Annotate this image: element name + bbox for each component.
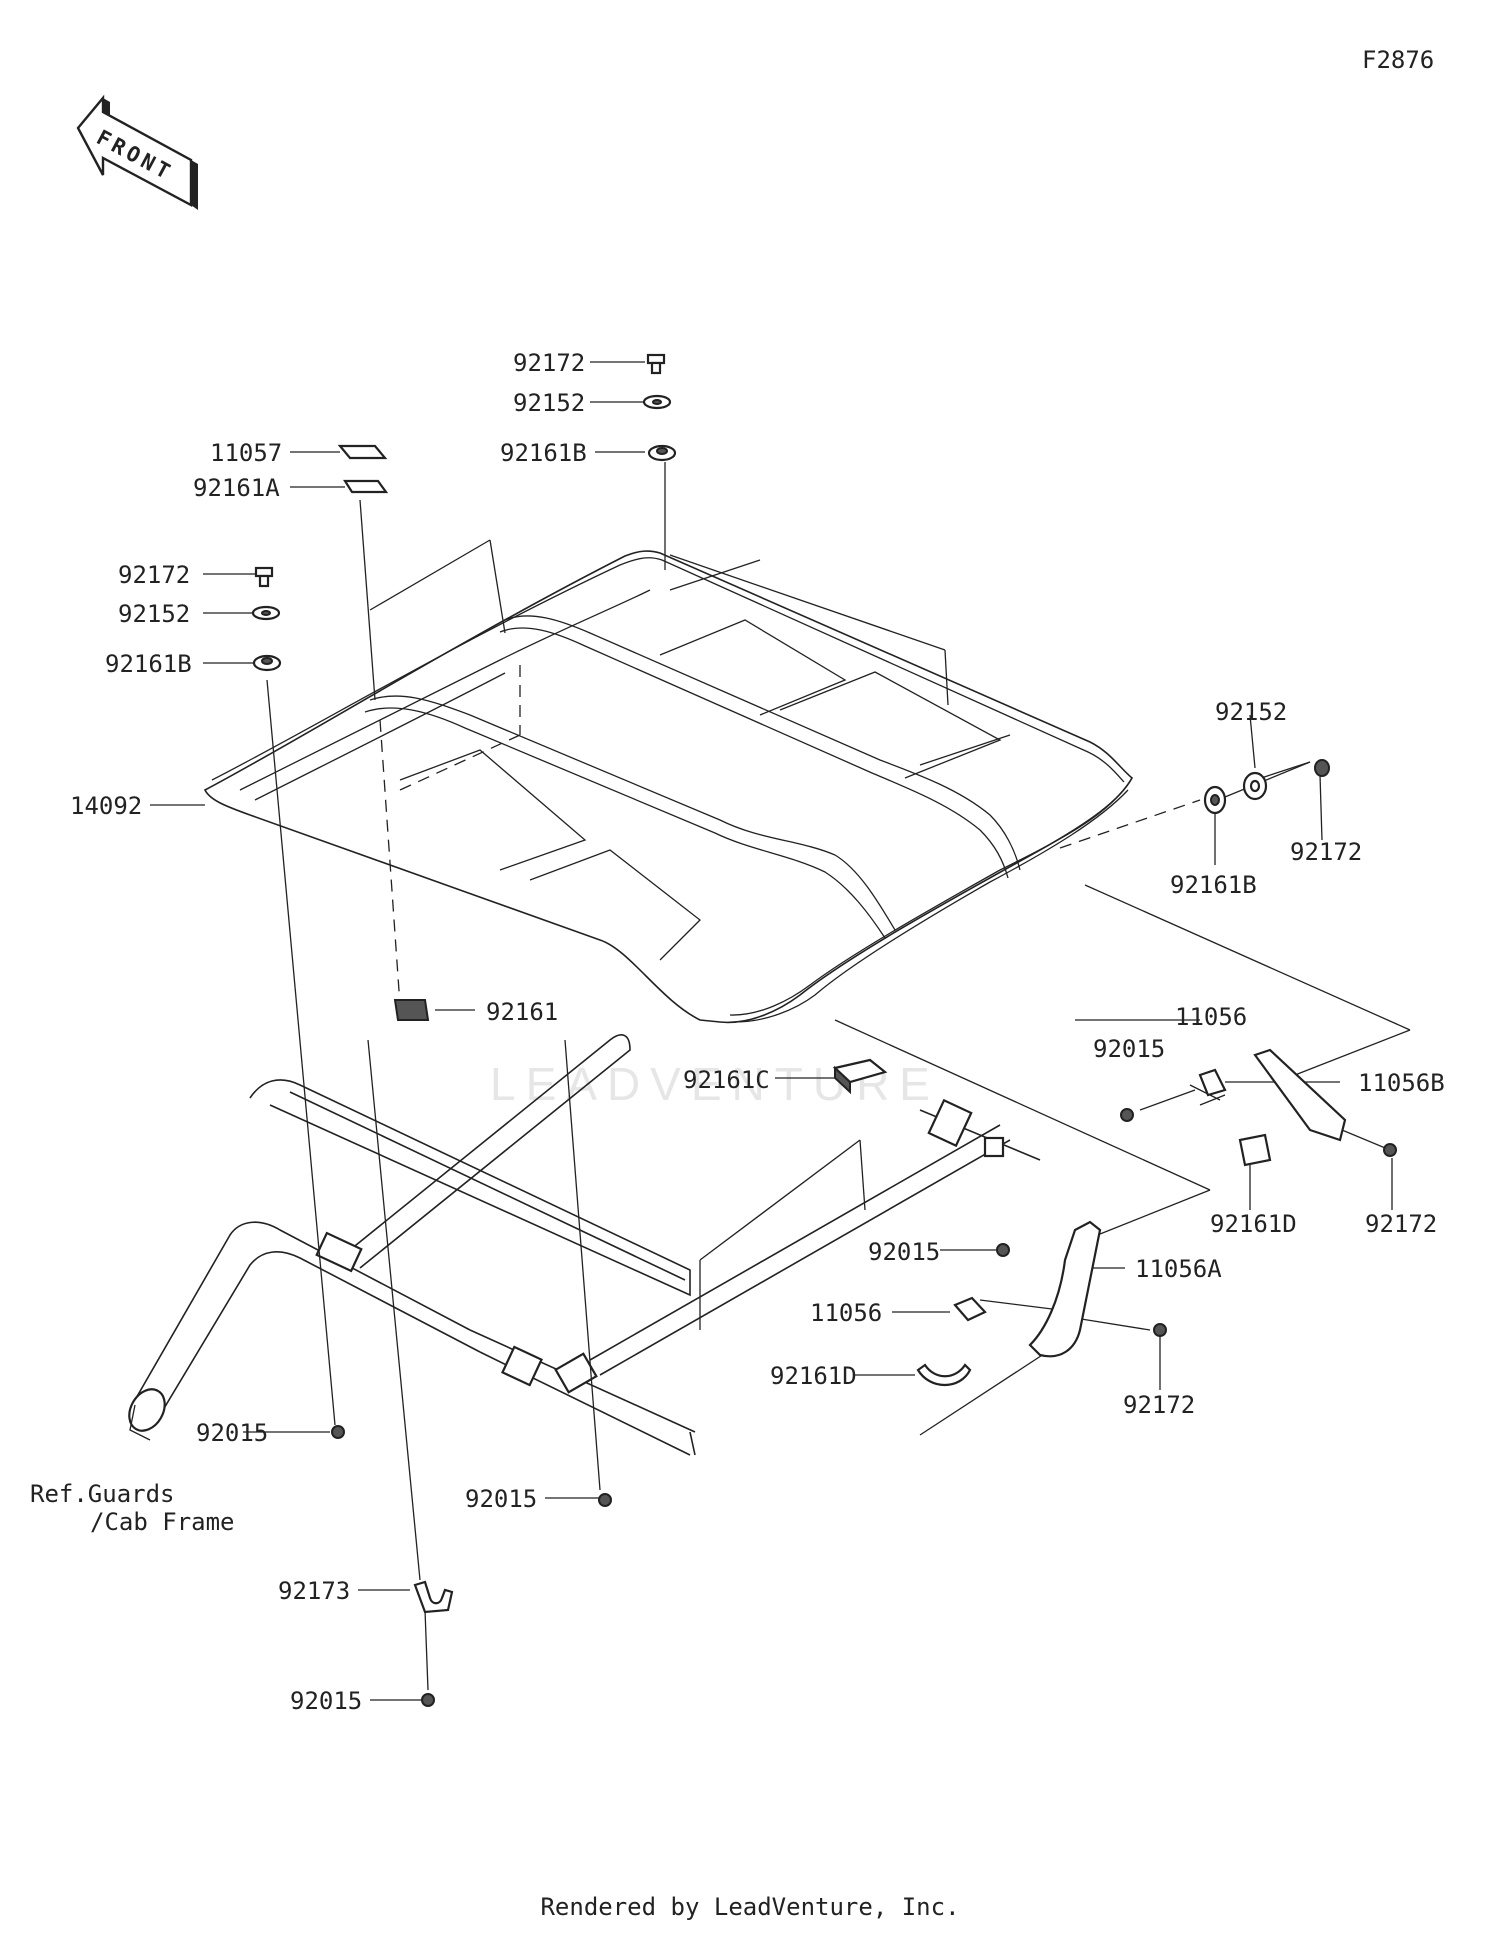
bolt-icon [1383, 1143, 1397, 1157]
callout-92015-bottom: 92015 [290, 1687, 362, 1715]
callout-14092: 14092 [70, 792, 142, 820]
front-arrow-icon: FRONT [76, 94, 198, 210]
callout-92152-top: 92152 [513, 389, 585, 417]
bracket-icon [1253, 1048, 1347, 1142]
grommet-icon [1203, 785, 1227, 815]
washer-icon [251, 605, 281, 621]
bolt-icon [1314, 759, 1330, 777]
hardware [251, 353, 1397, 1707]
bolt-icon [646, 353, 666, 375]
roof-panel [203, 550, 1134, 1024]
callout-92161: 92161 [486, 998, 558, 1026]
plate-icon [337, 444, 388, 460]
ref-note-line1: Ref.Guards [30, 1480, 175, 1508]
callout-92172-right: 92172 [1290, 838, 1362, 866]
nut-icon [1120, 1108, 1134, 1122]
clamp-icon [413, 1580, 454, 1614]
nut-icon [331, 1425, 345, 1439]
callout-11056B: 11056B [1358, 1069, 1445, 1097]
callout-92172-right2: 92172 [1365, 1210, 1437, 1238]
diagram-code: F2876 [1362, 46, 1434, 74]
bracket-icon [1028, 1220, 1102, 1358]
callout-11056A: 11056A [1135, 1255, 1222, 1283]
callout-92172-bot: 92172 [1123, 1391, 1195, 1419]
cab-frame [128, 1034, 1041, 1456]
callout-92161C: 92161C [683, 1066, 770, 1094]
washer-icon [642, 394, 672, 410]
callout-92172-left: 92172 [118, 561, 190, 589]
callout-92152-left: 92152 [118, 600, 190, 628]
washer-icon [1242, 771, 1268, 801]
pad-icon [393, 999, 430, 1021]
callout-11056-bot: 11056 [810, 1299, 882, 1327]
nut-icon [996, 1243, 1010, 1257]
callout-92161D-bot: 92161D [770, 1362, 857, 1390]
callout-92161D-right: 92161D [1210, 1210, 1297, 1238]
callout-11056-top: 11056 [1175, 1003, 1247, 1031]
ref-note-line2: /Cab Frame [90, 1508, 235, 1536]
pad-icon [342, 479, 389, 494]
callout-92161A: 92161A [193, 474, 280, 502]
callout-92172-top: 92172 [513, 349, 585, 377]
callout-92161B-right: 92161B [1170, 871, 1257, 899]
callout-92161B-top: 92161B [500, 439, 587, 467]
grommet-icon [647, 444, 677, 462]
leader-lines [150, 361, 1411, 1701]
bracket-icon [953, 1296, 987, 1322]
bolt-icon [254, 566, 274, 588]
clip-icon [916, 1363, 972, 1386]
callout-92015-left: 92015 [196, 1419, 268, 1447]
callout-92015-right: 92015 [1093, 1035, 1165, 1063]
callout-92015-mid: 92015 [868, 1238, 940, 1266]
callout-labels: 92172 92152 92161B 11057 92161A 92172 92… [30, 349, 1445, 1715]
nut-icon [421, 1693, 435, 1707]
callout-92152-right: 92152 [1215, 698, 1287, 726]
callout-92173: 92173 [278, 1577, 350, 1605]
clip-icon [1238, 1133, 1272, 1167]
bolt-icon [1153, 1323, 1167, 1337]
callout-92015-center: 92015 [465, 1485, 537, 1513]
nut-icon [598, 1493, 612, 1507]
bracket-icon [1198, 1068, 1227, 1097]
callout-11057: 11057 [210, 439, 282, 467]
footer-credit: Rendered by LeadVenture, Inc. [540, 1893, 960, 1921]
grommet-icon [252, 654, 282, 672]
callout-92161B-left: 92161B [105, 650, 192, 678]
